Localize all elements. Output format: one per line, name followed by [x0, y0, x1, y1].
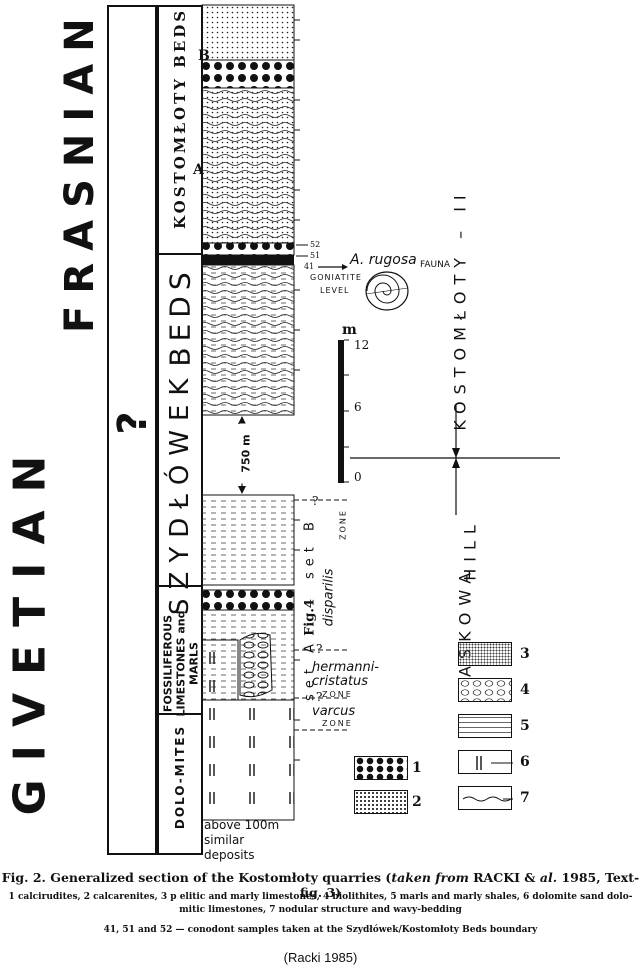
- zone-q2: ?: [316, 642, 323, 656]
- caption-part-2: taken from: [391, 870, 469, 885]
- legend-swatch-1: [354, 756, 408, 780]
- goniatite-label: GONIATITE: [310, 273, 362, 282]
- layer-boundary: [201, 242, 295, 256]
- caption-part-5: 1985, Text-fig. 3): [299, 870, 640, 900]
- cristatus-label: cristatus: [312, 674, 369, 689]
- zone-q1: ?: [312, 494, 319, 508]
- stratigraphic-diagram: GIVETIAN ? FRASNIAN KOSTOMŁOTY BEDS SZYD…: [4, 4, 560, 862]
- unit-a-label: A: [193, 162, 204, 178]
- caption-credit: (Racki 1985): [283, 950, 358, 965]
- layer-set-b-coarse: [201, 589, 295, 611]
- layer-a-wavy: [202, 88, 294, 243]
- layer-set-b: [201, 494, 295, 586]
- set-b-label: set B: [302, 516, 318, 579]
- layer-dolomite-top: [201, 639, 239, 701]
- level-label: LEVEL: [320, 286, 350, 295]
- szydlowek-label: SZYDŁÓWEK: [165, 369, 195, 615]
- zone-q3: ?: [316, 690, 323, 704]
- sample-arrows: [296, 244, 348, 270]
- reef-body: [239, 632, 273, 698]
- a-rugosa: A. rugosa: [350, 252, 417, 268]
- scale-tick-0: 0: [354, 470, 362, 484]
- legend-num-6: 6: [520, 754, 530, 770]
- dolomites-label: DOLO-MITES: [173, 724, 187, 830]
- fauna-label: FAUNA: [420, 260, 450, 270]
- legend-num-5: 5: [520, 718, 530, 734]
- legend-swatch-4: [458, 678, 512, 702]
- legend-swatch-7: [458, 786, 519, 810]
- legend-num-2: 2: [412, 794, 422, 810]
- layer-b-top: [201, 4, 295, 61]
- sample-51: 51: [310, 251, 321, 260]
- layer-szydlowek-wavy: [202, 265, 294, 415]
- scale-tick-12: 12: [354, 338, 370, 352]
- scale-unit: m: [342, 322, 357, 338]
- caption-part-3: RACKI &: [468, 870, 540, 885]
- legend-swatch-2: [354, 790, 408, 814]
- figure-caption: Fig. 2. Generalized section of the Kosto…: [0, 870, 641, 900]
- disparilis-label: disparilis: [321, 568, 337, 627]
- stage-frasnian: FRASNIAN: [57, 6, 103, 333]
- layer-dolomite: [201, 699, 295, 821]
- legend-num-1: 1: [412, 760, 422, 776]
- caption-part-4: al.: [539, 870, 558, 885]
- scale-bar: [338, 339, 349, 483]
- above-note: above 100m similar deposits: [204, 818, 280, 862]
- hermanni-zone-label: ZONE: [322, 690, 353, 699]
- legend-num-4: 4: [520, 682, 530, 698]
- varcus-label: varcus: [312, 704, 356, 719]
- ammonite-icon: [365, 271, 409, 311]
- fossiliferous-label: FOSSILIFEROUS LIMESTONES and MARLS: [161, 610, 201, 717]
- legend-num-3: 3: [520, 646, 530, 662]
- legend-swatch-3: [458, 642, 512, 666]
- beds-label: BEDS: [163, 266, 197, 367]
- caption-part-1: Fig. 2. Generalized section of the Kosto…: [1, 870, 392, 885]
- stage-query: ?: [110, 411, 156, 435]
- legend-swatch-5: [458, 714, 512, 738]
- disparilis-zone-label: ZONE: [338, 509, 348, 540]
- hill-label: HILL: [460, 518, 480, 581]
- layer-szydlowek-dark: [202, 255, 294, 265]
- stage-givetian: GIVETIAN: [4, 437, 56, 816]
- hermanni-label: hermanni-: [312, 660, 379, 675]
- lithology-column: [201, 4, 348, 821]
- layer-b-coarse: [201, 59, 295, 89]
- scale-tick-6: 6: [354, 400, 362, 414]
- legend-num-7: 7: [520, 790, 530, 806]
- sample-41: 41: [304, 262, 315, 271]
- caption-legend-line-2: mitic limestones, 7 nodular structure an…: [179, 905, 462, 915]
- caption-samples-line: 41, 51 and 52 — conodont samples taken a…: [103, 925, 538, 935]
- gap-label: 750 m: [239, 423, 253, 484]
- kostomloty-beds-label: KOSTOMŁOTY BEDS: [171, 7, 189, 229]
- varcus-zone-label: ZONE: [322, 719, 353, 728]
- legend-swatch-6: [458, 750, 519, 774]
- stage-bar: [107, 5, 157, 855]
- caption-legend-line-1: 1 calcirudites, 2 calcarenites, 3 p elit…: [8, 892, 633, 902]
- locality-boundary: [350, 405, 560, 515]
- sample-52: 52: [310, 240, 321, 249]
